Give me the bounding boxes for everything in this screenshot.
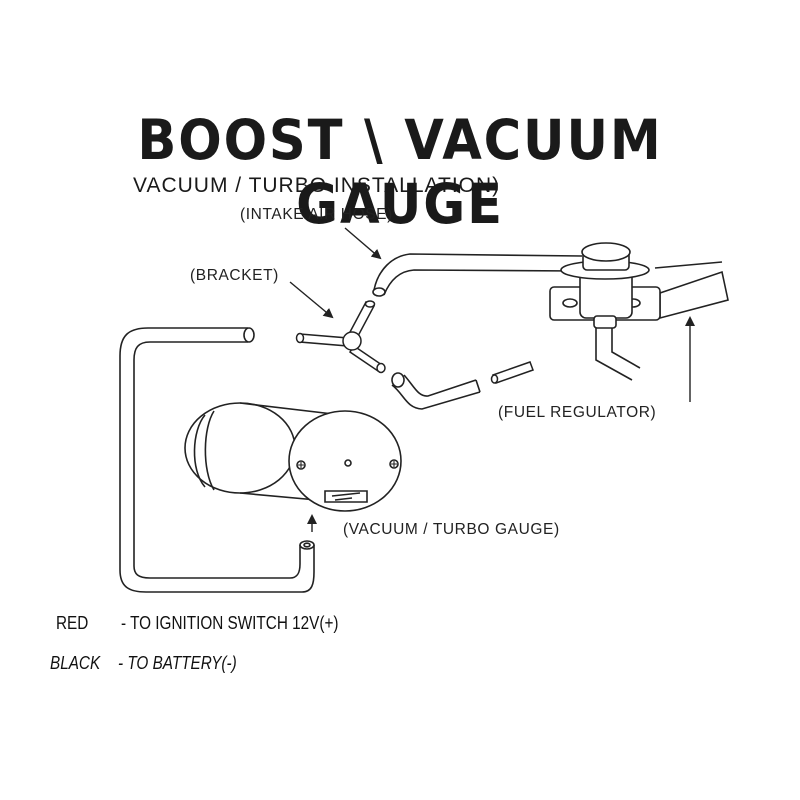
short-tube bbox=[492, 362, 534, 383]
wire-red-color: RED bbox=[56, 613, 89, 633]
wire-black-instruction: - TO BATTERY(-) bbox=[118, 653, 237, 673]
vacuum-turbo-gauge bbox=[185, 403, 401, 511]
label-intake-air-hose: (INTAKE AIR HOSE) bbox=[240, 206, 393, 223]
bracket-connector bbox=[297, 301, 386, 373]
vacuum-hose bbox=[120, 328, 314, 592]
fuel-regulator bbox=[550, 243, 728, 380]
label-fuel-regulator: (FUEL REGULATOR) bbox=[498, 404, 657, 421]
page-subtitle: VACUUM / TURBO INSTALLATION) bbox=[133, 174, 501, 197]
label-bracket: (BRACKET) bbox=[190, 267, 279, 284]
elbow-hose bbox=[392, 373, 480, 409]
intake-air-hose bbox=[373, 254, 582, 296]
page-title: BOOST \ VACUUM GAUGE bbox=[137, 108, 663, 236]
label-vacuum-turbo-gauge: (VACUUM / TURBO GAUGE) bbox=[343, 521, 560, 538]
intake-arrow bbox=[345, 228, 382, 260]
bracket-arrow bbox=[290, 282, 334, 319]
wire-black-color: BLACK bbox=[50, 653, 101, 673]
wire-red-instruction: - TO IGNITION SWITCH 12V(+) bbox=[121, 613, 339, 633]
